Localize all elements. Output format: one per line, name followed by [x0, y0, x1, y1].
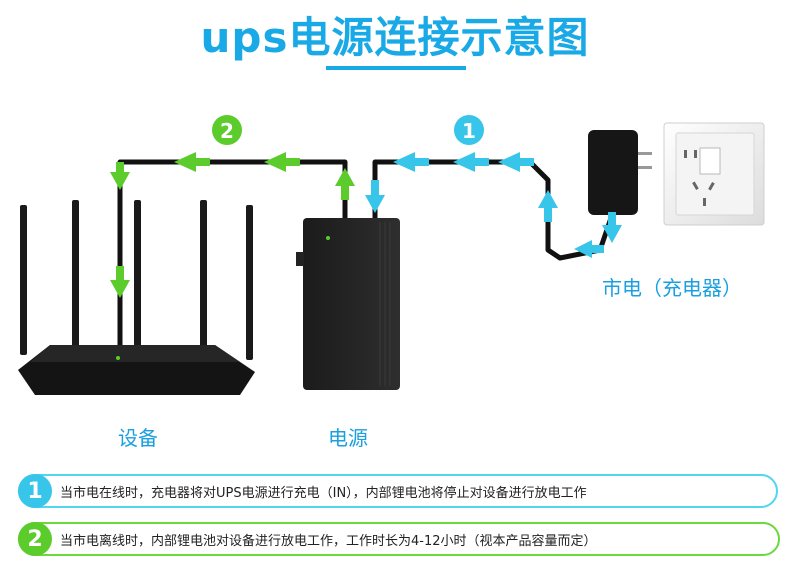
charger-adapter	[588, 130, 652, 215]
step-note-2-text: 当市电离线时，内部锂电池对设备进行放电工作，工作时长为4-12小时（视本产品容量…	[60, 533, 597, 549]
router-device	[18, 200, 255, 395]
device-label: 设备	[118, 426, 158, 450]
step-note-2-number: 2	[18, 522, 52, 556]
step-marker-2-number: 2	[220, 119, 234, 143]
wall-socket	[663, 122, 765, 226]
step-note-1: 1 当市电在线时，充电器将对UPS电源进行充电（IN），内部锂电池将停止对设备进…	[18, 474, 778, 508]
step-note-1-number: 1	[18, 474, 52, 508]
flow-arrows-in	[365, 152, 622, 258]
step-note-2: 2 当市电离线时，内部锂电池对设备进行放电工作，工作时长为4-12小时（视本产品…	[18, 522, 780, 556]
step-note-1-text: 当市电在线时，充电器将对UPS电源进行充电（IN），内部锂电池将停止对设备进行放…	[60, 485, 587, 501]
step-marker-1-number: 1	[462, 119, 476, 143]
router-led-icon	[116, 356, 120, 360]
mains-label: 市电（充电器）	[602, 276, 742, 300]
flow-arrows-out	[110, 152, 355, 298]
page-title: ups电源连接示意图	[200, 13, 590, 62]
power-label: 电源	[328, 426, 368, 450]
ups-device	[296, 218, 400, 390]
step-marker-2: 2	[212, 115, 242, 145]
title-underline	[326, 66, 466, 70]
ups-led-icon	[326, 236, 330, 240]
connection-diagram: 2 1	[18, 115, 765, 395]
step-marker-1: 1	[454, 115, 484, 145]
